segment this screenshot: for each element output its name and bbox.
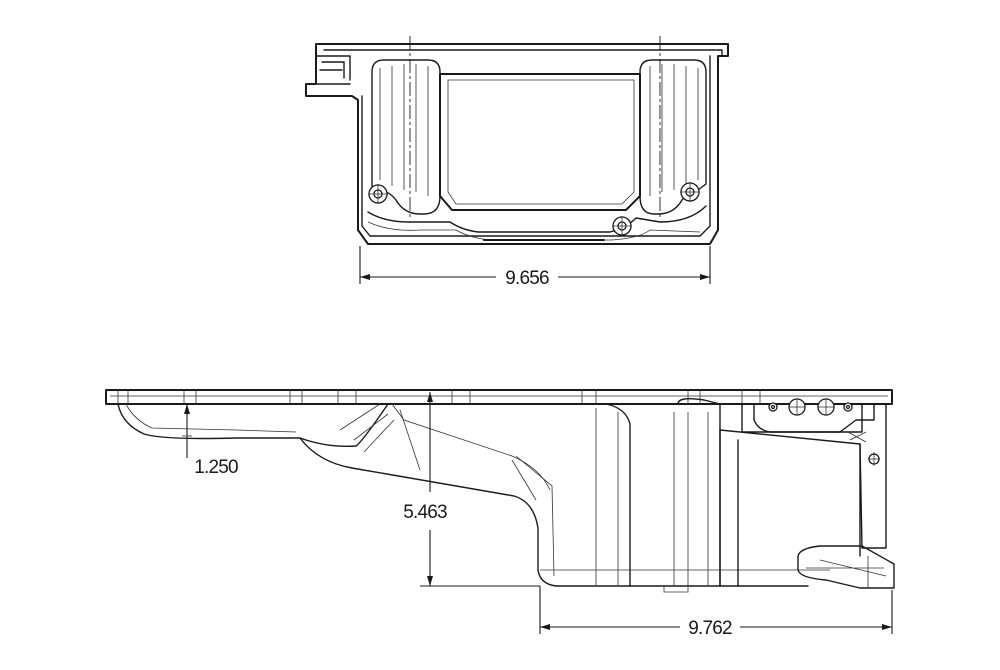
side-view-rail-tabs: [117, 390, 761, 404]
side-view-bolt-2: [788, 398, 806, 416]
side-view-bolt-4: [843, 402, 853, 412]
side-view-ramp-inner: [339, 403, 555, 577]
side-view-ramp-top: [391, 403, 551, 491]
side-view-depth-label: 5.463: [403, 502, 447, 523]
side-view-ramp: [299, 437, 809, 587]
top-view-flange-outline: [305, 43, 729, 245]
top-view-bolt-hole-right: [680, 182, 700, 202]
top-view: 9.656: [305, 36, 729, 289]
side-view-rear-diagonal: [847, 431, 867, 443]
side-view-rear-housing: [719, 403, 887, 549]
side-view-shallow-section: [117, 403, 389, 448]
side-view-sump-verticals: [595, 408, 709, 586]
top-view-inner-flange: [323, 49, 723, 237]
side-view-rear-plate: [753, 403, 875, 433]
side-view-rail-height-label: 1.250: [194, 457, 238, 478]
side-view-shallow-contour: [125, 403, 297, 433]
side-view-bolt-3: [817, 398, 835, 416]
top-view-width-label: 9.656: [505, 268, 549, 289]
top-view-sump-contour: [367, 205, 707, 233]
side-view-sump-length-label: 9.762: [688, 618, 732, 639]
top-view-left-bracket: [305, 55, 351, 85]
side-view-rear-box: [719, 429, 861, 587]
top-view-left-rib: [371, 59, 441, 215]
side-view-rear-bottom-lines: [806, 556, 887, 588]
side-view-sump-floor: [540, 569, 830, 593]
top-view-window-inner: [447, 79, 635, 205]
side-view-sump-wall: [605, 397, 721, 587]
top-view-left-rib-lines: [379, 64, 429, 196]
side-view-rear-bottom: [797, 545, 895, 589]
side-view-bolt-5: [868, 452, 880, 466]
side-view-rail: [105, 389, 893, 405]
side-view-bolt-1: [768, 402, 778, 412]
top-view-right-rib-lines: [649, 64, 699, 196]
top-view-right-rib: [639, 59, 707, 215]
top-view-window: [439, 73, 641, 211]
top-view-bolt-hole-left: [368, 184, 388, 204]
top-view-sump-contour-2: [367, 221, 701, 241]
side-view: 1.250 5.463 9.762: [105, 389, 895, 639]
top-view-bolt-hole-center: [612, 216, 632, 236]
